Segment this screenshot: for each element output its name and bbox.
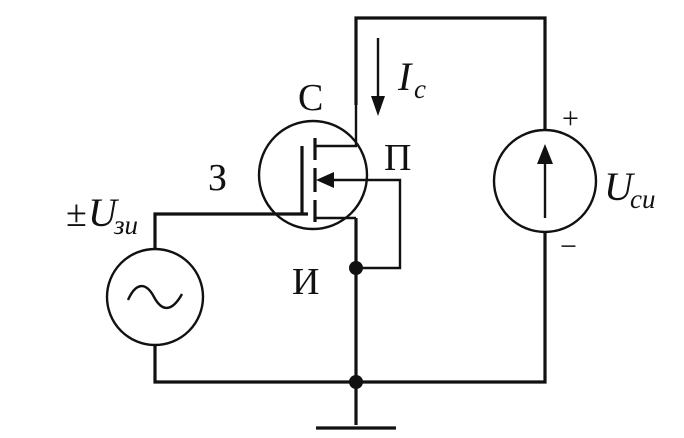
wire-gate-left [153,212,308,248]
dc-source [492,128,598,234]
current-arrowhead [371,96,385,116]
mosfet-body [257,119,369,231]
ac-source [105,247,205,347]
label-vds-symbol: U [604,164,636,209]
junction-substrate [349,261,363,275]
label-vsource-minus: − [560,230,577,263]
wire-right-bottom [356,232,547,384]
label-current-symbol: I [397,54,413,99]
wire-substrate [326,178,402,270]
drain-stub [315,105,358,148]
dc-arrowhead [537,144,553,164]
label-vgs-pm: ± [66,193,87,235]
label-gate: З [208,157,227,199]
label-substrate: П [384,137,411,179]
label-vgs-symbol: U [88,190,120,235]
wire-drain-top [354,16,547,130]
wire-ac-bottom [153,346,356,384]
label-drain: С [298,77,323,119]
label-current-sub: с [414,74,426,104]
substrate-arrow-icon [316,172,334,188]
label-vsource-plus: + [562,102,579,135]
label-source: И [292,261,319,303]
junction-bottom [349,375,363,389]
sine-wave-icon [126,284,184,310]
label-vds-sub: си [630,184,655,214]
label-vgs-sub: зи [113,210,138,240]
